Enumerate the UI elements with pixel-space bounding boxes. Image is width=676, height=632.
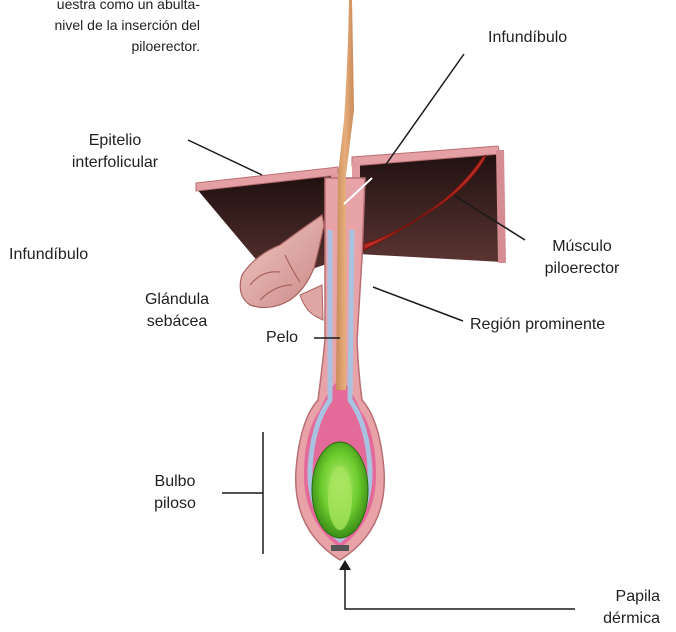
label-epitelio-line-2: interfolicular bbox=[44, 152, 186, 174]
label-epitelio-interfolicular: Epitelio interfolicular bbox=[44, 130, 186, 174]
label-musculo-line-2: piloerector bbox=[522, 258, 642, 280]
caption-line-1: uestra como un abulta- bbox=[0, 0, 200, 15]
label-infundibulo-left: Infundíbulo bbox=[9, 244, 88, 266]
label-region-prominente: Región prominente bbox=[470, 314, 605, 336]
caption-line-3: piloerector. bbox=[0, 36, 200, 57]
label-infundibulo-top: Infundíbulo bbox=[488, 27, 567, 49]
papilla-core bbox=[328, 466, 352, 530]
label-musculo-piloerector: Músculo piloerector bbox=[522, 236, 642, 280]
label-bulbo-line-2: piloso bbox=[140, 493, 210, 515]
label-glandula-sebacea: Glándula sebácea bbox=[122, 289, 232, 333]
label-bulbo-piloso: Bulbo piloso bbox=[140, 471, 210, 515]
papilla-base bbox=[331, 545, 349, 551]
papilla-arrow-head bbox=[339, 560, 351, 570]
caption-line-2: nivel de la inserción del bbox=[0, 15, 200, 36]
label-bulbo-line-1: Bulbo bbox=[140, 471, 210, 493]
label-pelo: Pelo bbox=[266, 327, 298, 349]
right-skin-slab bbox=[352, 146, 506, 263]
label-papila-dermica: Papila dérmica bbox=[580, 586, 660, 630]
label-papila-line-1: Papila bbox=[580, 586, 660, 608]
figure-caption: uestra como un abulta- nivel de la inser… bbox=[0, 0, 200, 57]
label-epitelio-line-1: Epitelio bbox=[44, 130, 186, 152]
label-glandula-line-1: Glándula bbox=[122, 289, 232, 311]
label-papila-line-2: dérmica bbox=[580, 608, 660, 630]
label-musculo-line-1: Músculo bbox=[522, 236, 642, 258]
label-glandula-line-2: sebácea bbox=[122, 311, 232, 333]
